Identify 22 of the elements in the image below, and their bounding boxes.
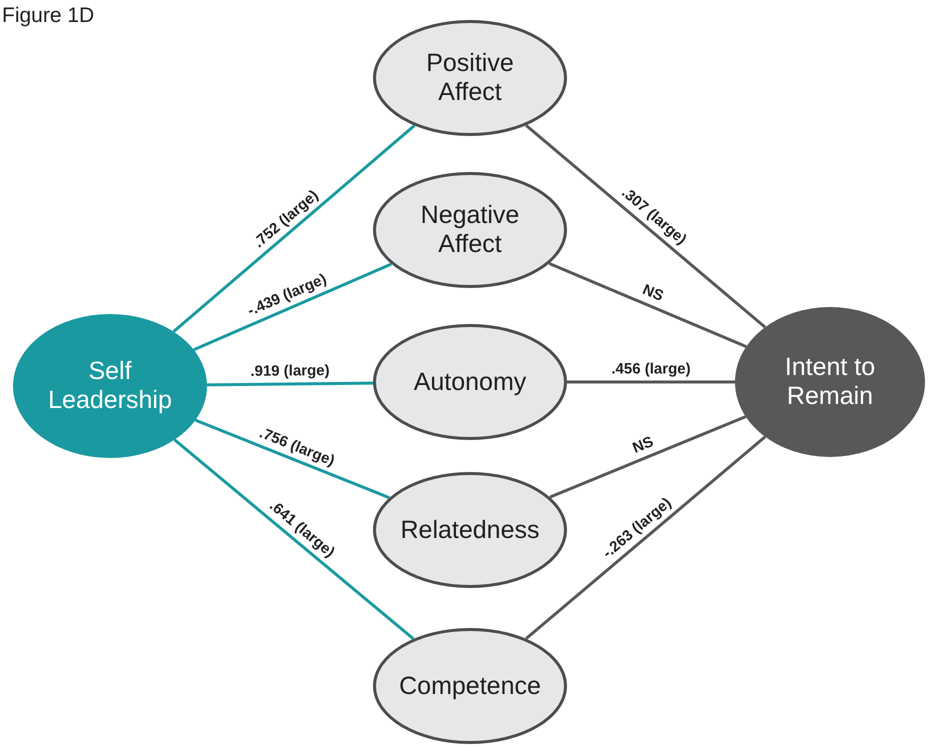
connector-line [174,438,414,640]
node-label: Competence [399,672,541,700]
connector-line [206,382,374,386]
edge-label: NS [640,281,666,305]
connector-line [548,262,747,348]
node-label: Positive Affect [425,49,515,107]
node-label: Self Leadership [47,357,173,415]
connector-line [193,262,392,352]
node-label: Negative Affect [420,201,520,259]
edge-label: .456 (large) [611,360,691,378]
connector-line [172,124,416,333]
connector-line [525,436,766,640]
node-label: Relatedness [400,516,540,544]
connector-line [549,415,746,499]
connector-line [194,418,390,500]
node-label: Intent to Remain [784,353,876,411]
figure-title: Figure 1D [2,4,94,28]
connector-line [567,380,735,384]
node-label: Autonomy [414,368,526,396]
edge-label: NS [630,433,656,457]
edge-label: .919 (large) [250,362,330,380]
connector-line [525,124,766,328]
